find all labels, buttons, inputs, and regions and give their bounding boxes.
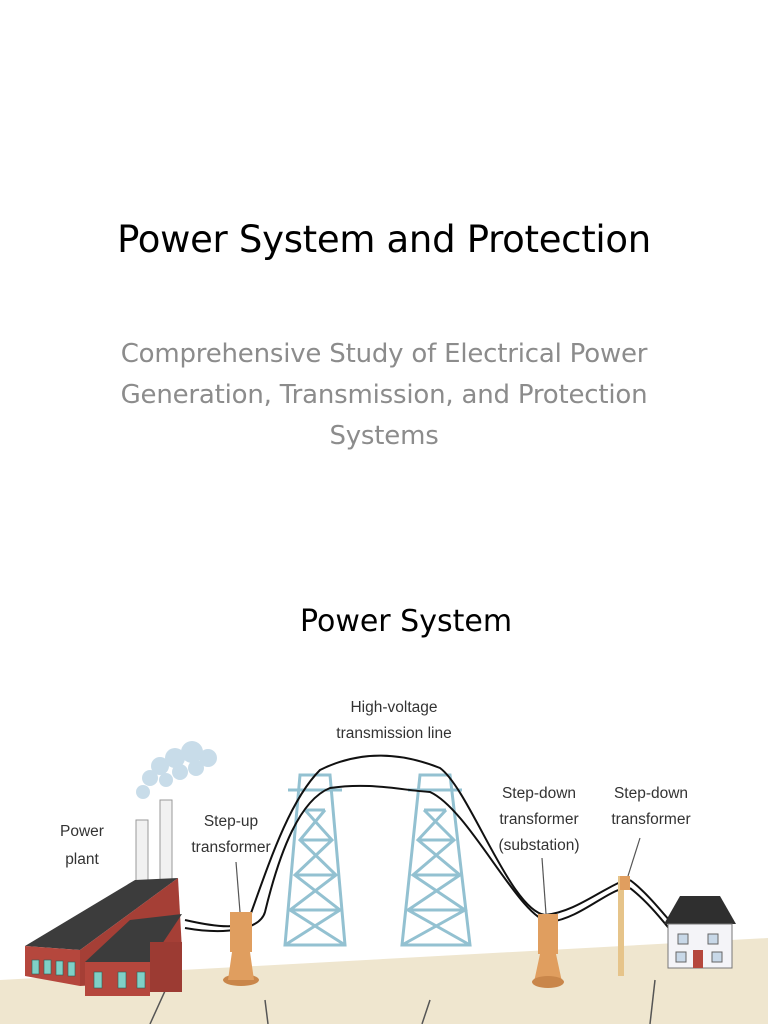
house-icon [664, 896, 736, 969]
step-up-transformer-icon [223, 912, 259, 986]
label-power-plant: Power [60, 823, 104, 840]
ground-line [649, 979, 656, 1024]
power-system-illustration: Power plant Step-up transformer High-vol… [0, 699, 768, 1024]
label-hv-line: High-voltage [350, 699, 437, 716]
label-pole-transformer: transformer [611, 811, 690, 828]
slide-title: Power System and Protection [117, 218, 651, 261]
ground-line [264, 999, 269, 1024]
label-step-up: Step-up [204, 813, 258, 830]
ground [0, 938, 768, 1024]
utility-pole-icon [618, 876, 630, 976]
label-substation: transformer [499, 811, 578, 828]
label-hv-line: transmission line [336, 725, 451, 742]
section-title: Power System [299, 604, 513, 639]
ground-line [421, 999, 431, 1024]
label-pole-transformer: Step-down [614, 785, 688, 802]
slide-subtitle: Comprehensive Study of Electrical Power … [120, 339, 648, 451]
transmission-tower-icon [283, 773, 347, 947]
power-plant-icon [25, 878, 182, 996]
transmission-tower-icon [400, 773, 472, 947]
smoke-icon [136, 741, 217, 799]
power-system-diagram: Power plant Step-up transformer High-vol… [0, 680, 768, 1024]
substation-transformer-icon [532, 914, 564, 988]
label-step-up: transformer [191, 839, 270, 856]
label-substation: (substation) [499, 837, 580, 854]
label-power-plant: plant [65, 851, 99, 868]
label-substation: Step-down [502, 785, 576, 802]
label-pointers [235, 837, 641, 915]
